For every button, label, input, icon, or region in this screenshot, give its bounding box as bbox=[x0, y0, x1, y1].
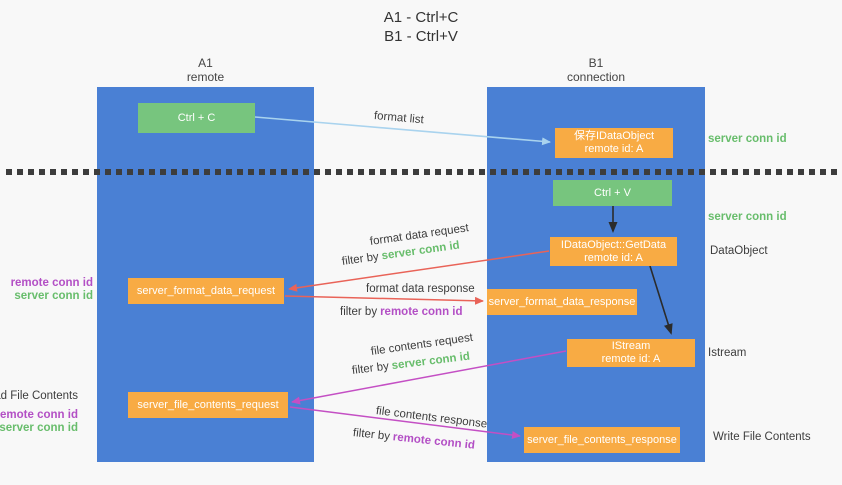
remote-conn-id-text: remote conn id bbox=[380, 306, 463, 318]
node-server-format-data-request: server_format_data_request bbox=[128, 278, 284, 304]
node-format-response-label: server_format_data_response bbox=[488, 295, 636, 308]
node-server-file-contents-response: server_file_contents_response bbox=[524, 427, 680, 453]
diagram-title: A1 - Ctrl+C B1 - Ctrl+V bbox=[0, 8, 842, 46]
label-remote-conn-id-2: remote conn id bbox=[0, 409, 78, 421]
node-format-request-label: server_format_data_request bbox=[136, 284, 276, 297]
node-istream: IStream remote id: A bbox=[567, 339, 695, 367]
arrow-format-data-request bbox=[288, 250, 550, 292]
node-server-file-contents-request: server_file_contents_request bbox=[128, 392, 288, 418]
node-ctrl-v: Ctrl + V bbox=[553, 180, 672, 206]
column-b1-id: B1 bbox=[588, 56, 604, 70]
node-getdata-line1: IDataObject::GetData bbox=[560, 238, 667, 251]
node-file-request-label: server_file_contents_request bbox=[137, 398, 279, 411]
label-conn-ids-format: remote conn id server conn id bbox=[11, 277, 93, 303]
node-save-idataobject-line1: 保存IDataObject bbox=[573, 130, 655, 142]
node-istream-line1: IStream bbox=[611, 340, 651, 352]
arrow-getdata-to-istream bbox=[649, 265, 673, 335]
column-a1-id: A1 bbox=[198, 56, 213, 70]
label-read-file-contents: Read File Contents bbox=[0, 390, 78, 402]
filter-by-text: filter by bbox=[340, 306, 378, 318]
label-server-conn-id-1: server conn id bbox=[14, 290, 93, 302]
node-server-format-data-response: server_format_data_response bbox=[487, 289, 637, 315]
arrow-format-list bbox=[254, 116, 551, 146]
column-a1-name: remote bbox=[186, 70, 225, 84]
column-b1-name: connection bbox=[566, 70, 626, 84]
node-istream-line2: remote id: A bbox=[601, 353, 661, 365]
node-save-idataobject-line2: remote id: A bbox=[584, 143, 644, 155]
node-ctrl-c: Ctrl + C bbox=[138, 103, 255, 133]
label-dataobject: DataObject bbox=[710, 245, 768, 257]
column-header-a1: A1 remote bbox=[97, 56, 314, 84]
label-conn-ids-file: remote conn id server conn id bbox=[0, 409, 78, 435]
node-ctrl-c-label: Ctrl + C bbox=[177, 111, 216, 124]
node-ctrl-v-label: Ctrl + V bbox=[594, 186, 631, 199]
node-idataobject-getdata: IDataObject::GetData remote id: A bbox=[550, 237, 677, 266]
label-server-conn-id-top: server conn id bbox=[708, 133, 787, 145]
label-write-file-contents: Write File Contents bbox=[713, 431, 811, 443]
arrow-file-contents-response bbox=[289, 406, 521, 439]
title-line-2: B1 - Ctrl+V bbox=[384, 28, 458, 45]
label-remote-conn-id-1: remote conn id bbox=[10, 277, 93, 289]
label-server-conn-id-2: server conn id bbox=[0, 422, 78, 434]
column-header-b1: B1 connection bbox=[487, 56, 705, 84]
label-server-conn-id-mid: server conn id bbox=[708, 211, 787, 223]
dotted-separator bbox=[6, 169, 838, 175]
arrow-label-format-data-response: format data response bbox=[366, 283, 475, 295]
node-file-response-label: server_file_contents_response bbox=[527, 433, 677, 446]
title-line-1: A1 - Ctrl+C bbox=[383, 9, 459, 26]
arrow-format-data-response bbox=[284, 295, 484, 305]
label-istream: Istream bbox=[708, 347, 747, 359]
node-save-idataobject: 保存IDataObject remote id: A bbox=[555, 128, 673, 158]
arrow-file-contents-request bbox=[291, 350, 567, 405]
node-getdata-line2: remote id: A bbox=[584, 251, 643, 264]
